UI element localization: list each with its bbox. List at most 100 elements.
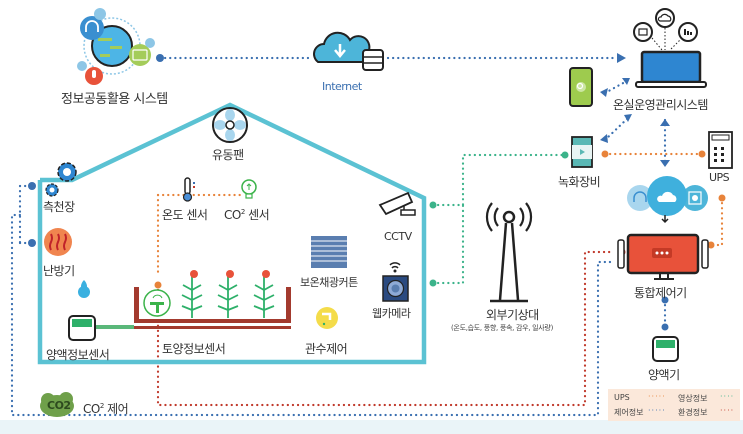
dot-controller-ups	[707, 241, 715, 249]
gear-icon	[45, 162, 77, 197]
soil-sensor-icon	[143, 289, 171, 317]
thermometer-icon	[182, 177, 195, 202]
legend-item-ups: UPS	[614, 393, 630, 402]
legend-swatch-ups: ·····	[648, 392, 666, 401]
weather-items-label: (온도,습도, 풍향, 풍속, 감우, 일사량)	[451, 324, 554, 332]
co2-control-prefix: CO	[83, 402, 100, 416]
headphone-icon	[80, 16, 104, 40]
co2-control-suffix: 제어	[103, 402, 129, 416]
ops-system-label: 온실운영관리시스템	[613, 98, 708, 112]
co2-badge-label: CO2	[47, 399, 71, 412]
legend-swatch-env: ····	[720, 406, 735, 415]
arrow-laptop-2	[624, 114, 632, 122]
cctv-icon	[378, 191, 416, 216]
cloud-cluster-icon	[627, 176, 708, 224]
arrow-cloud-down	[660, 160, 670, 167]
tomato-icon	[190, 270, 270, 278]
co2-control-label: CO2 제어	[83, 400, 129, 417]
legend-item-env: 환경정보	[678, 407, 707, 418]
database-icon	[362, 49, 384, 71]
nutrient-supplier-label: 양액기	[648, 368, 680, 382]
co2-sensor-prefix: CO	[224, 208, 241, 222]
legend-label: UPS	[614, 393, 630, 402]
nutrient-supplier-icon	[652, 336, 679, 362]
weather-station-label: 외부기상대	[486, 308, 539, 322]
ups-label: UPS	[709, 171, 730, 184]
legend-label: 제어정보	[614, 408, 644, 417]
dot-controller-bottom	[661, 296, 669, 304]
dot-recorder-video	[561, 151, 569, 159]
plant-icon	[181, 273, 275, 318]
heater-label: 난방기	[43, 264, 75, 278]
internet-label: Internet	[322, 80, 362, 93]
recorder-icon	[571, 136, 593, 168]
smartphone-icon	[569, 67, 593, 107]
water-drop-icon	[78, 280, 90, 298]
line-ups-controller	[709, 196, 724, 247]
dot-recorder-ups	[601, 150, 609, 158]
antenna-tower-icon	[485, 202, 533, 303]
co2-sensor-suffix: 센서	[244, 208, 270, 222]
nutrient-sensor-icon	[68, 315, 96, 341]
line-cctv-recorder	[431, 153, 567, 207]
ups-icon	[708, 131, 733, 169]
line-webcam-recorder	[431, 203, 465, 285]
webcam-label: 웹카메라	[372, 307, 411, 320]
arrow-laptop-up	[660, 119, 670, 126]
arrow-phone-1	[600, 88, 608, 97]
fan-label: 유동팬	[212, 148, 244, 162]
line-recorder-laptop	[603, 116, 630, 142]
lightbulb-icon	[241, 179, 257, 199]
chart-icon	[678, 22, 698, 42]
laptop-icon	[635, 50, 707, 88]
arrow-internet-laptop	[617, 53, 626, 63]
co2-control-sup: 2	[99, 402, 104, 410]
curtain-icon	[311, 236, 347, 268]
line-controller-devices	[10, 213, 612, 417]
legend-item-video: 영상정보	[678, 393, 707, 404]
dot-ups-bottom	[718, 194, 726, 202]
line-phone-laptop	[603, 80, 627, 95]
heater-icon	[44, 228, 72, 256]
legend: UPS ····· 영상정보 ···· 제어정보 ····· 환경정보 ····	[608, 389, 740, 421]
dot-cctv	[429, 201, 437, 209]
dot-info	[156, 54, 164, 62]
arrow-recorder-1	[600, 134, 608, 143]
info-system-label: 정보공동활용 시스템	[61, 92, 168, 107]
temp-sensor-label: 온도 센서	[162, 208, 208, 222]
legend-label: 환경정보	[678, 408, 708, 417]
line-soil-controller	[156, 250, 612, 407]
controller-monitor-icon	[617, 233, 709, 280]
cctv-label: CCTV	[384, 230, 412, 243]
nutrient-sensor-label: 양액정보센서	[46, 348, 110, 362]
co2-sensor-label: CO2 센서	[224, 206, 270, 223]
fan-icon	[212, 107, 248, 143]
arrow-laptop-1	[622, 78, 630, 85]
side-window-label: 측천장	[43, 200, 75, 214]
dot-side-window	[28, 182, 36, 190]
mic-icon	[85, 67, 103, 85]
legend-swatch-video: ····	[720, 392, 735, 401]
dot-soil-env	[154, 281, 162, 289]
dot-nutrient-top	[661, 323, 669, 331]
planter-bed	[134, 287, 291, 329]
recorder-label: 녹화장비	[558, 175, 601, 189]
soil-sensor-label: 토양정보센서	[162, 342, 226, 356]
curtain-label: 보온채광커튼	[300, 276, 358, 289]
dot-ups-left	[698, 150, 706, 158]
irrigation-label: 관수제어	[305, 342, 348, 356]
greenhouse-outline	[37, 102, 427, 365]
folder-icon	[633, 22, 653, 42]
camera-badge-icon	[129, 44, 151, 66]
legend-item-control: 제어정보	[614, 407, 643, 418]
cloud-icon	[655, 8, 675, 28]
footer-band	[0, 420, 743, 434]
dot-webcam	[429, 279, 437, 287]
faucet-icon	[316, 307, 338, 329]
co2-sensor-sup: 2	[240, 208, 245, 216]
legend-label: 영상정보	[678, 394, 708, 403]
webcam-icon	[382, 262, 409, 302]
co2-cloud-icon	[40, 392, 74, 427]
